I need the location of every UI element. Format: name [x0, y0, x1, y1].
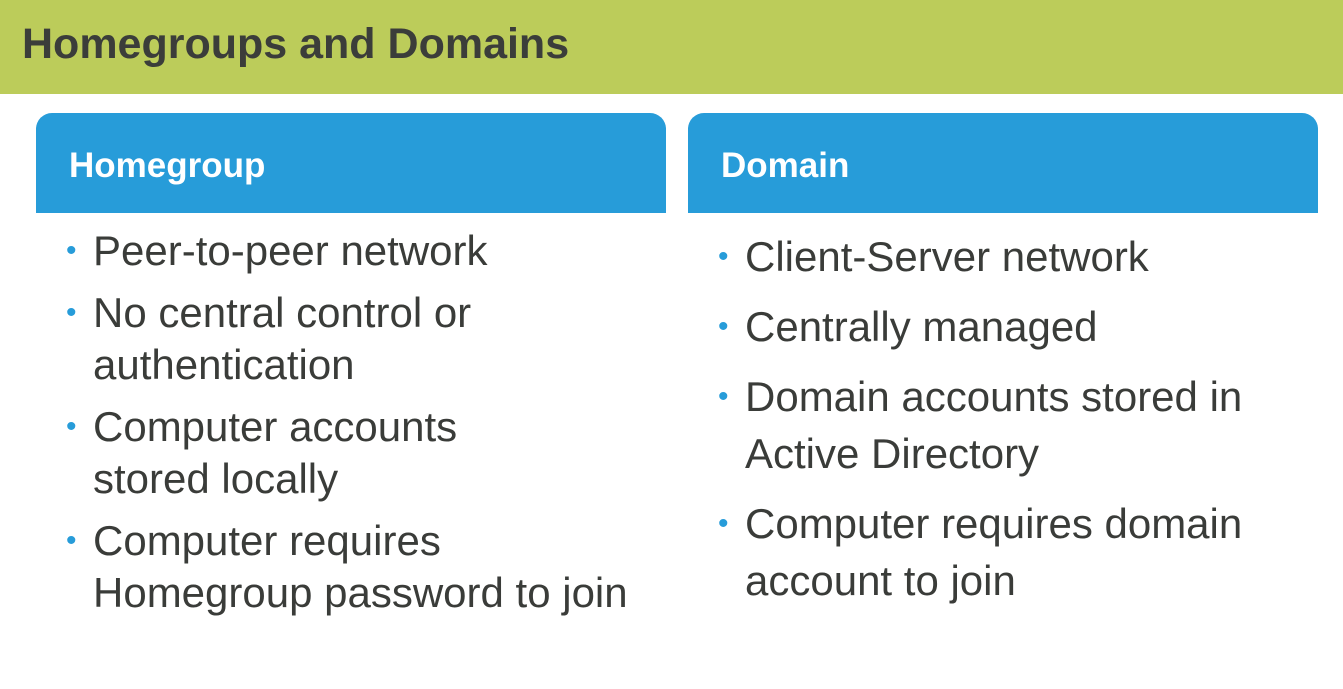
list-item: • Centrally managed [688, 298, 1343, 355]
bullet-icon: • [66, 410, 77, 443]
list-item: • Computer requires domain account to jo… [688, 495, 1343, 609]
bullet-icon: • [718, 310, 729, 343]
bullet-icon: • [66, 296, 77, 329]
bullet-text: Centrally managed [745, 303, 1098, 350]
bullet-icon: • [66, 524, 77, 557]
domain-column: Domain • Client-Server network • Central… [688, 113, 1318, 604]
domain-header: Domain [688, 113, 1318, 213]
domain-bullet-list: • Client-Server network • Centrally mana… [688, 228, 1318, 622]
bullet-icon: • [718, 240, 729, 273]
bullet-icon: • [718, 507, 729, 540]
domain-header-label: Domain [721, 146, 850, 185]
list-item: • Computer accounts stored locally [36, 401, 573, 505]
bullet-text: Computer requires Homegroup password to … [93, 517, 628, 616]
bullet-icon: • [66, 234, 77, 267]
homegroup-header-label: Homegroup [69, 146, 266, 185]
list-item: • No central control or authentication [36, 287, 573, 391]
homegroup-header: Homegroup [36, 113, 666, 213]
bullet-text: No central control or authentication [93, 289, 472, 388]
homegroup-column: Homegroup • Peer-to-peer network • No ce… [36, 113, 666, 616]
bullet-text: Client-Server network [745, 233, 1149, 280]
title-bar: Homegroups and Domains [0, 0, 1343, 94]
homegroup-bullet-list: • Peer-to-peer network • No central cont… [36, 225, 666, 629]
bullet-icon: • [718, 380, 729, 413]
bullet-text: Peer-to-peer network [93, 227, 488, 274]
bullet-text: Domain accounts stored in Active Directo… [745, 373, 1243, 477]
list-item: • Domain accounts stored in Active Direc… [688, 368, 1335, 482]
list-item: • Computer requires Homegroup password t… [36, 515, 663, 619]
bullet-text: Computer accounts stored locally [93, 403, 458, 502]
bullet-text: Computer requires domain account to join [745, 500, 1243, 604]
list-item: • Peer-to-peer network [36, 225, 653, 277]
slide-title: Homegroups and Domains [22, 20, 570, 68]
list-item: • Client-Server network [688, 228, 1343, 285]
